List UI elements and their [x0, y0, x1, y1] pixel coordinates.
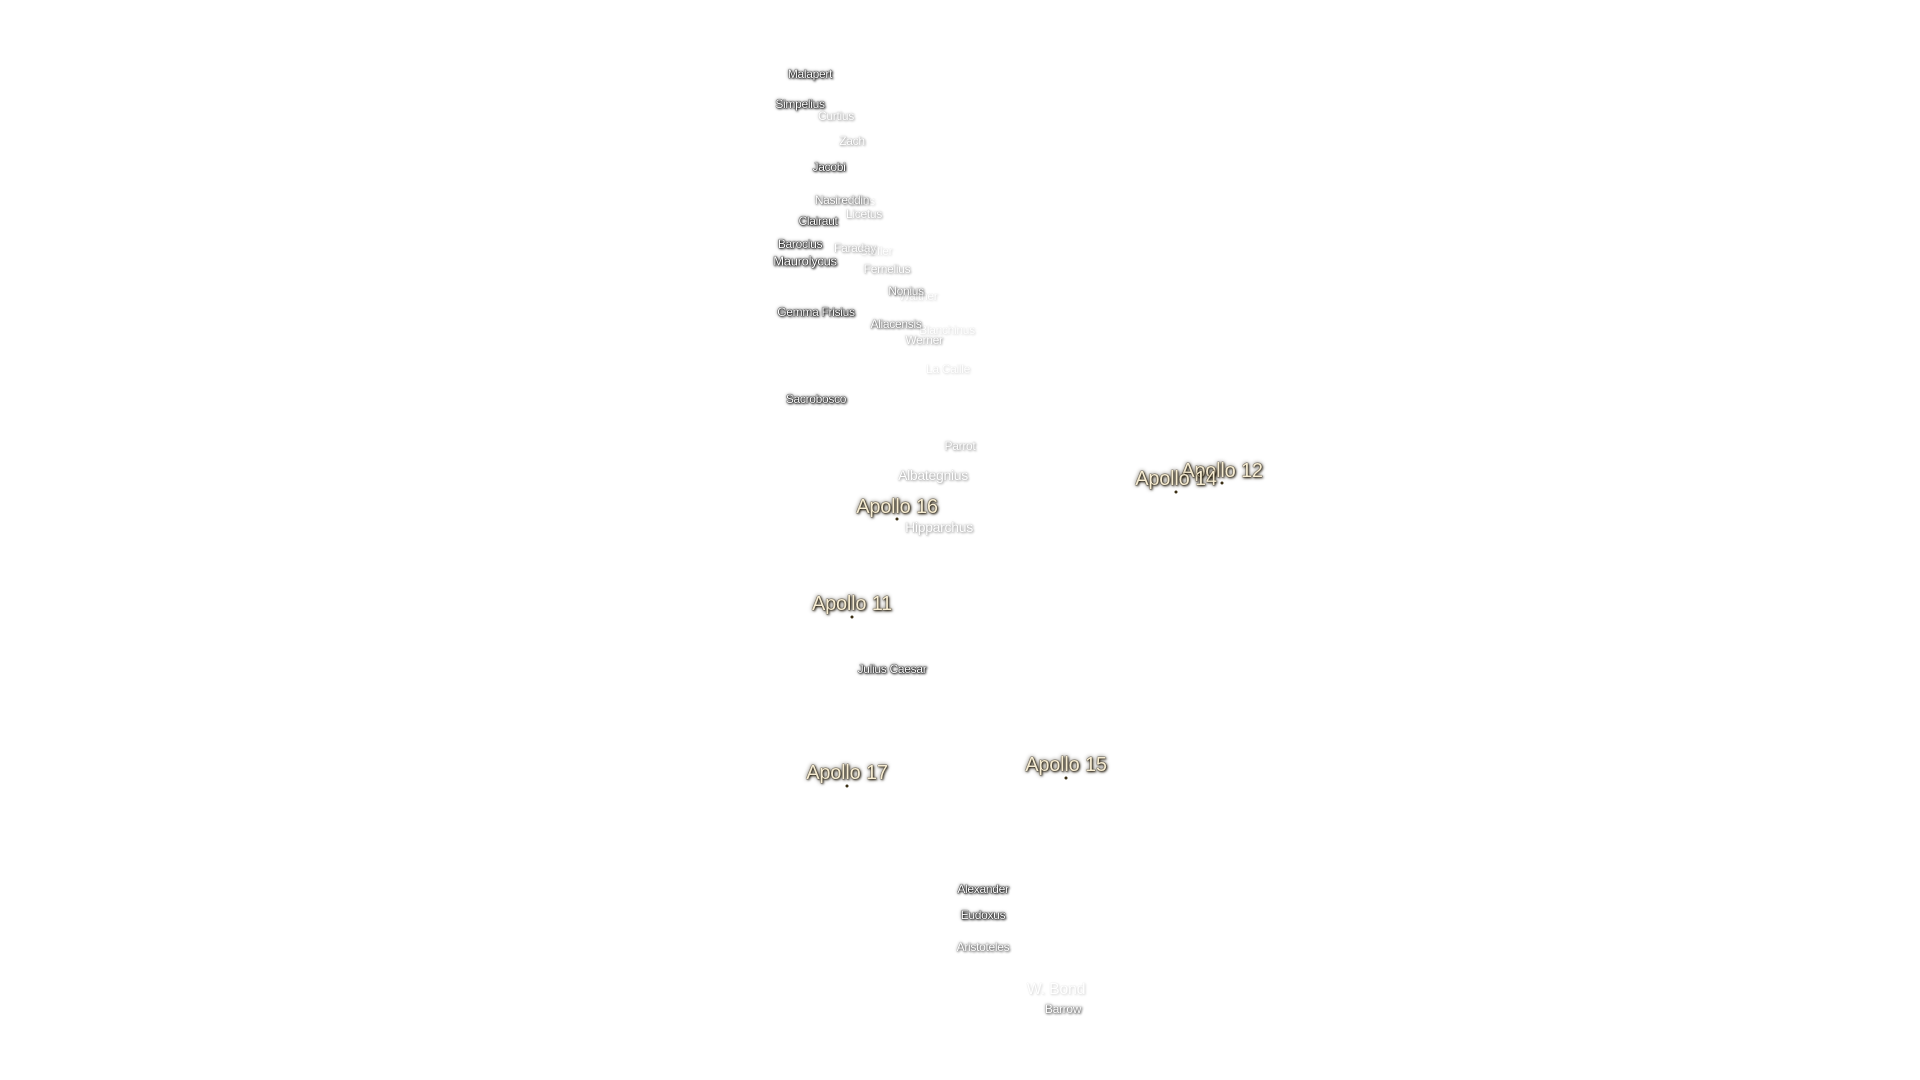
crater-label: Barocius [777, 237, 823, 251]
crater-label: Eudoxus [960, 908, 1006, 922]
crater-label: Barrow [1044, 1002, 1082, 1016]
landing-site-label[interactable]: Apollo 17 [806, 762, 888, 784]
crater-label: Alexander [957, 882, 1009, 896]
crater-label: Blanchinus [919, 323, 975, 337]
crater-label: Werner [905, 333, 943, 347]
landing-site-label[interactable]: Apollo 12 [1181, 460, 1263, 482]
landing-site-marker[interactable] [1064, 776, 1068, 780]
crater-label: Fernelius [863, 262, 911, 276]
crater-label: Licetus [846, 207, 882, 221]
crater-label: Faraday [834, 241, 876, 255]
crater-label: Gemma Frisius [777, 305, 855, 319]
crater-label: Nonius [888, 284, 924, 298]
crater-label: Maurolycus [773, 253, 837, 269]
crater-label: Albategnius [898, 467, 968, 483]
crater-label: Jacobi [812, 160, 846, 174]
landing-site-marker[interactable] [1174, 490, 1178, 494]
crater-label: Aristoteles [956, 940, 1010, 954]
crater-label: Zach [839, 134, 865, 148]
crater-label: Malapert [787, 67, 833, 81]
crater-label: Hipparchus [905, 519, 973, 535]
landing-site-label[interactable]: Apollo 16 [856, 496, 938, 518]
crater-label: La Caille [926, 362, 970, 376]
landing-site-label[interactable]: Apollo 11 [811, 593, 893, 615]
landing-site-label[interactable]: Apollo 14 [1135, 468, 1217, 490]
crater-label: W. Bond [1026, 981, 1086, 998]
crater-label: Julius Caesar [857, 662, 927, 676]
crater-label: Aliacensis [870, 317, 922, 331]
landing-site-marker[interactable] [895, 517, 899, 521]
crater-label: Simpelius [775, 97, 825, 111]
crater-label: Lilius [849, 194, 875, 208]
crater-label: Clairaut [798, 214, 838, 228]
crater-label: Curtius [818, 109, 854, 123]
landing-site-marker[interactable] [850, 615, 854, 619]
crater-label: Nasireddin [814, 193, 870, 207]
crater-label: Parrot [944, 439, 976, 453]
landing-site-marker[interactable] [1220, 481, 1224, 485]
landing-site-label[interactable]: Apollo 15 [1025, 754, 1107, 776]
landing-site-marker[interactable] [845, 784, 849, 788]
crater-label: Stöfler [859, 244, 893, 258]
crater-label: Sacrobosco [785, 392, 847, 406]
crater-label: Walther [898, 289, 938, 303]
